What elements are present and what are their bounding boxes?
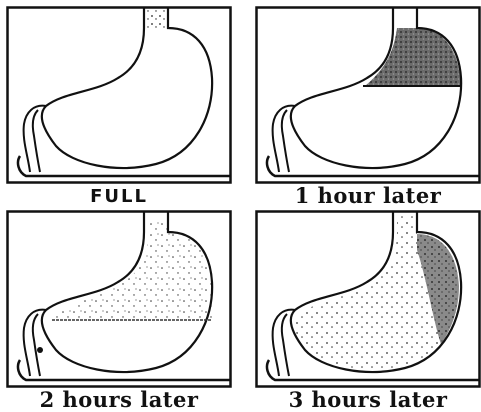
stomach-full-diagram	[6, 6, 232, 184]
stomach-1h-diagram	[255, 6, 481, 184]
intestine-line	[18, 156, 230, 176]
caption-full: FULL	[6, 186, 232, 207]
stomach-panel-1h	[255, 6, 481, 184]
stomach-2h-diagram	[6, 210, 232, 388]
caption-3h: 3 hours later	[255, 387, 481, 412]
stomach-panel-full	[6, 6, 232, 184]
stomach-panel-2h	[6, 210, 232, 388]
caption-1h: 1 hour later	[255, 183, 481, 208]
stomach-3h-diagram	[255, 210, 481, 388]
stomach-outline	[291, 8, 461, 168]
stomach-outline	[42, 8, 212, 168]
intestine-line	[18, 360, 230, 380]
caption-2h: 2 hours later	[6, 387, 232, 412]
intestine-line	[267, 156, 479, 176]
panel-frame	[8, 8, 231, 183]
esophagus-contents	[145, 10, 167, 28]
stomach-contents	[365, 28, 461, 86]
panel-frame	[257, 8, 480, 183]
stomach-panel-3h	[255, 210, 481, 388]
